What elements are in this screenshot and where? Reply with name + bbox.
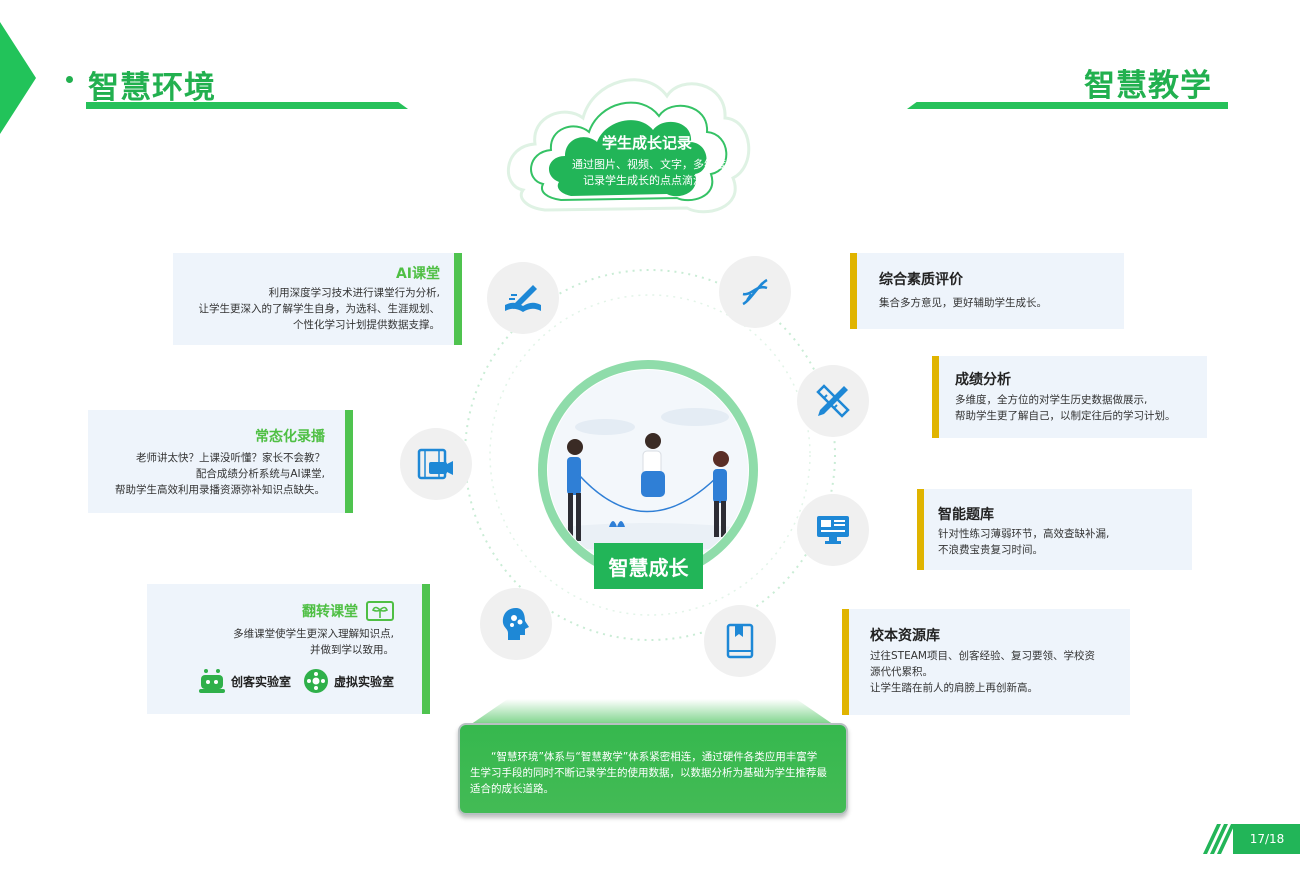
video-film-icon [417,448,453,480]
dna-icon [742,278,768,306]
card-question-bank: 智能题库 针对性练习薄弱环节，高效查缺补漏, 不浪费宝贵复习时间。 [917,489,1192,570]
recording-icon-button[interactable] [400,428,472,500]
card-line: 多维课堂使学生更深入理解知识点, [233,628,394,640]
score-icon-button[interactable] [797,365,869,437]
card-text: 过往STEAM项目、创客经验、复习要领、学校资 源代代累积。 让学生踏在前人的肩… [870,648,1130,696]
cloud-shape [507,78,751,214]
cloud-title: 学生成长记录 [601,134,692,152]
page-stripes [1203,824,1235,854]
card-line: 老师讲太快？上课没听懂？家长不会教？ [136,452,325,464]
card-line: 利用深度学习技术进行课堂行为分析, [268,287,440,299]
card-line: 并做到学以致用。 [310,644,394,656]
card-text: 多维课堂使学生更深入理解知识点, 并做到学以致用。 [155,626,394,658]
header-right-title: 智慧教学 [1084,68,1212,104]
virtual-lab-icon [303,669,328,693]
book-icon [726,623,754,659]
resource-icon-button[interactable] [704,605,776,677]
page-number: 17/18 [1233,824,1300,854]
cloud-line: 通过图片、视频、文字，多维度 [572,158,726,171]
card-title: 常态化录播 [255,429,325,445]
bottom-box-glow [467,699,837,727]
card-resource-library: 校本资源库 过往STEAM项目、创客经验、复习要领、学校资 源代代累积。 让学生… [842,609,1130,715]
card-text: 针对性练习薄弱环节，高效查缺补漏, 不浪费宝贵复习时间。 [938,526,1192,558]
card-line: 个性化学习计划提供数据支撑。 [293,319,440,331]
header-left-title: 智慧环境 [88,70,216,106]
card-line: 让学生更深入的了解学生自身，为选科、生涯规划、 [198,303,441,315]
cloud-text: 通过图片、视频、文字，多维度 记录学生成长的点点滴滴。 [552,157,746,189]
book-plant-icon [366,601,394,621]
lab-row: 创客实验室 虚拟实验室 [155,668,394,694]
flipped-icon-button[interactable] [480,588,552,660]
lab-virtual[interactable]: 虚拟实验室 [303,668,394,694]
orbit-rings [464,269,836,641]
brain-head-icon [502,608,529,640]
card-line: 不浪费宝贵复习时间。 [938,544,1043,556]
card-title: 成绩分析 [955,372,1011,388]
card-line: 帮助学生更了解自己，以制定往后的学习计划。 [955,410,1176,422]
monitor-icon [817,516,849,544]
lab-label: 创客实验室 [230,674,291,689]
quality-icon-button[interactable] [719,256,791,328]
card-line: 让学生踏在前人的肩膀上再创新高。 [870,682,1038,694]
card-title: 综合素质评价 [879,272,963,288]
lab-maker[interactable]: 创客实验室 [198,668,291,694]
center-badge: 智慧成长 [594,543,703,589]
summary-line: 生学习手段的同时不断记录学生的使用数据，以数据分析为基础为学生推荐最 [470,767,827,779]
summary-line: “智慧环境”体系与“智慧教学”体系紧密相连，通过硬件各类应用丰富学 [491,751,818,763]
card-line: 针对性练习薄弱环节，高效查缺补漏, [938,528,1110,540]
header-left-underline [86,102,408,109]
card-title: AI课堂 [395,266,440,282]
lab-label: 虚拟实验室 [333,674,394,689]
card-title-row: 翻转课堂 [155,600,394,622]
header-bullet [66,76,73,83]
card-title: 智能题库 [938,507,994,523]
card-recording: 常态化录播 老师讲太快？上课没听懂？家长不会教？ 配合成绩分析系统与AI课堂, … [88,410,353,513]
question-bank-icon-button[interactable] [797,494,869,566]
card-title: 翻转课堂 [302,604,358,620]
card-text: 利用深度学习技术进行课堂行为分析, 让学生更深入的了解学生自身，为选科、生涯规划… [181,285,441,333]
card-title: 校本资源库 [870,628,940,644]
card-score-analysis: 成绩分析 多维度，全方位的对学生历史数据做展示, 帮助学生更了解自己，以制定往后… [932,356,1207,438]
corner-decoration [0,22,36,134]
pen-book-icon [505,285,541,312]
card-line: 帮助学生高效利用录播资源弥补知识点缺失。 [115,484,325,496]
card-line: 配合成绩分析系统与AI课堂, [195,468,325,480]
ruler-pencil-icon [816,384,850,418]
cloud-line: 记录学生成长的点点滴滴。 [583,174,715,187]
header-right-underline [907,102,1228,109]
card-line: 过往STEAM项目、创客经验、复习要领、学校资 [870,650,1095,662]
card-quality-evaluation: 综合素质评价 集合多方意见，更好辅助学生成长。 [850,253,1124,329]
card-line: 集合多方意见，更好辅助学生成长。 [879,297,1047,309]
card-flipped-classroom: 翻转课堂 多维课堂使学生更深入理解知识点, 并做到学以致用。 创客实验室 [147,584,430,714]
card-text: 集合多方意见，更好辅助学生成长。 [879,295,1124,311]
center-illustration [538,360,758,580]
summary-box: “智慧环境”体系与“智慧教学”体系紧密相连，通过硬件各类应用丰富学 生学习手段的… [458,723,848,815]
card-text: 多维度，全方位的对学生历史数据做展示, 帮助学生更了解自己，以制定往后的学习计划… [955,392,1207,424]
card-ai-classroom: AI课堂 利用深度学习技术进行课堂行为分析, 让学生更深入的了解学生自身，为选科… [173,253,462,345]
summary-line: 适合的成长道路。 [470,783,554,795]
card-line: 多维度，全方位的对学生历史数据做展示, [955,394,1148,406]
robot-icon [198,669,225,693]
card-text: 老师讲太快？上课没听懂？家长不会教？ 配合成绩分析系统与AI课堂, 帮助学生高效… [96,450,325,498]
card-line: 源代代累积。 [870,666,933,678]
ai-classroom-icon-button[interactable] [487,262,559,334]
